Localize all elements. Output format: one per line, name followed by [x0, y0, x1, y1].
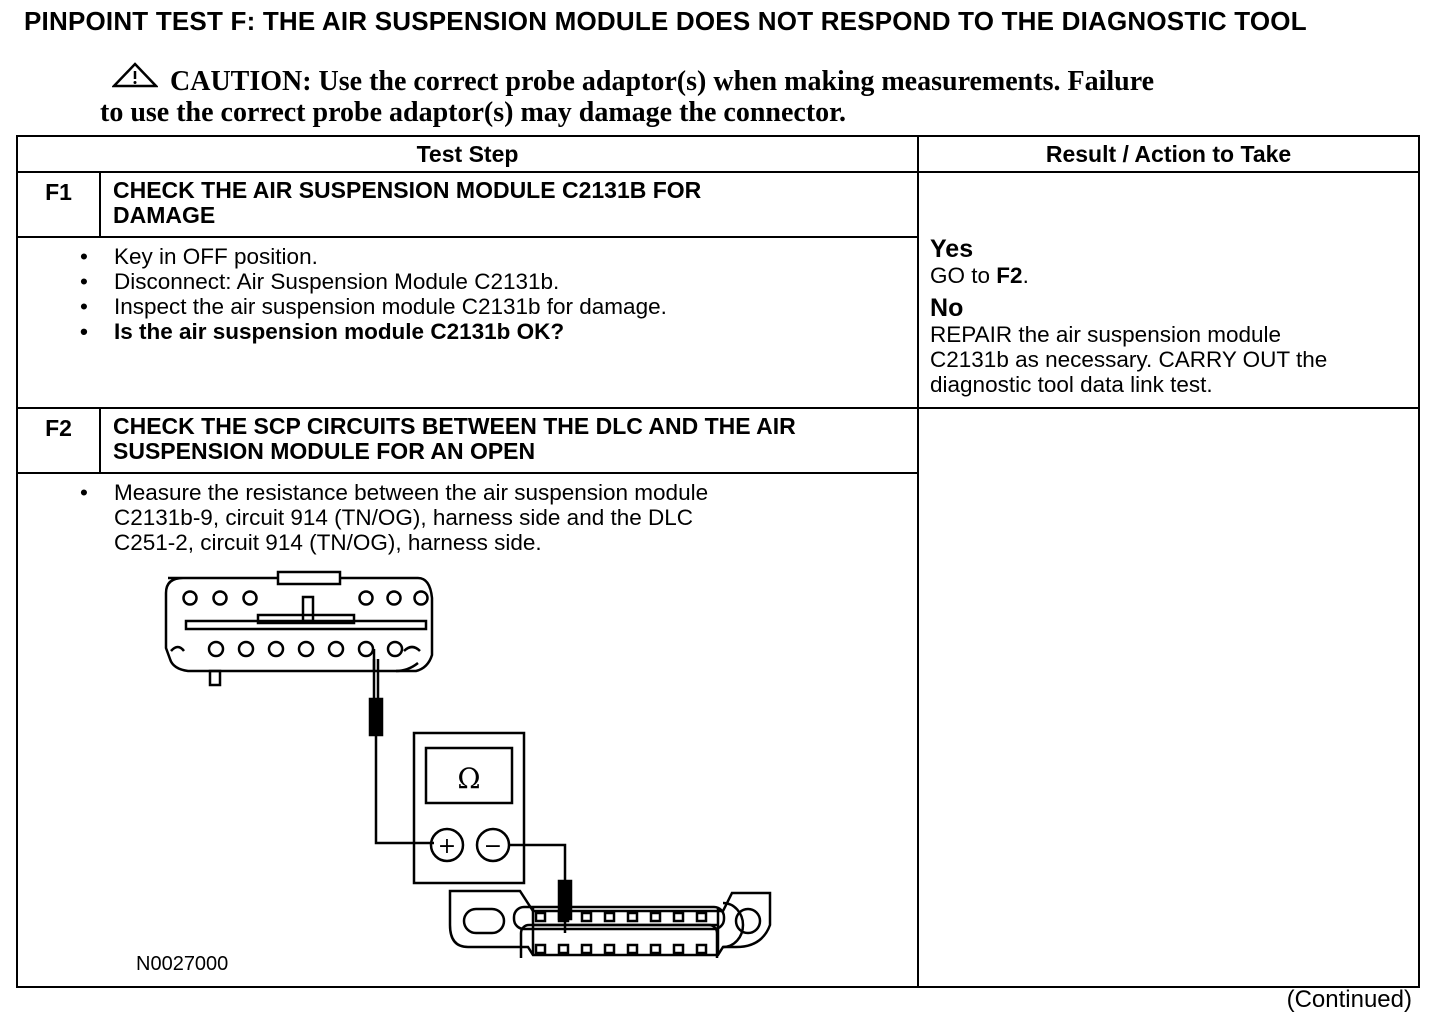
step-f2-bullet-line-3: C251-2, circuit 914 (TN/OG), harness sid…	[114, 530, 542, 555]
step-f2-id: F2	[16, 407, 101, 474]
minus-terminal-symbol: −	[484, 834, 502, 859]
caution-line-2: to use the correct probe adaptor(s) may …	[100, 97, 847, 128]
step-f2-heading-row: F2 CHECK THE SCP CIRCUITS BETWEEN THE DL…	[16, 407, 1421, 988]
step-f1-no-label: No	[930, 294, 964, 322]
step-f1-yes-action: GO to F2.	[930, 263, 1029, 288]
step-f1-heading: CHECK THE AIR SUSPENSION MODULE C2131B F…	[98, 171, 920, 238]
step-f1-yes-label: Yes	[930, 235, 974, 263]
step-f1-yes-text: GO to	[930, 263, 997, 288]
step-f1-body: Key in OFF position. Disconnect: Air Sus…	[15, 236, 920, 409]
result-header: Result / Action to Take	[917, 135, 1421, 173]
resistance-measurement-diagram: Ω + − N0027000	[18, 555, 917, 985]
step-f1-heading-row: F1 CHECK THE AIR SUSPENSION MODULE C2131…	[16, 171, 1421, 409]
step-f2-heading-line-1: CHECK THE SCP CIRCUITS BETWEEN THE DLC A…	[113, 413, 796, 439]
step-f2-bullets: Measure the resistance between the air s…	[18, 474, 917, 555]
step-f1-yes-target: F2	[996, 263, 1023, 288]
figure-id: N0027000	[136, 953, 229, 975]
step-f2-bullet-line-2: C2131b-9, circuit 914 (TN/OG), harness s…	[114, 505, 694, 530]
table-header-row: Test Step Result / Action to Take	[15, 135, 1421, 173]
step-f2-bullet: Measure the resistance between the air s…	[80, 480, 917, 555]
step-f2-body-row: Measure the resistance between the air s…	[15, 472, 1419, 988]
step-f2-heading-line-2: SUSPENSION MODULE FOR AN OPEN	[113, 438, 536, 464]
step-f2-result	[917, 407, 1421, 988]
step-f2-body: Measure the resistance between the air s…	[15, 472, 920, 988]
continued-label: (Continued)	[1286, 986, 1412, 1013]
caution-line-1: CAUTION: Use the correct probe adaptor(s…	[170, 66, 1155, 97]
pinpoint-test-table: Test Step Result / Action to Take F1 CHE…	[15, 135, 1421, 988]
step-f1-heading-line-2: DAMAGE	[113, 202, 216, 228]
step-f1-question: Is the air suspension module C2131b OK?	[80, 319, 917, 344]
dlc-connector-c251	[448, 889, 772, 958]
step-f2-heading: CHECK THE SCP CIRCUITS BETWEEN THE DLC A…	[98, 407, 920, 474]
step-f1-bullet: Key in OFF position.	[80, 244, 917, 269]
ohm-symbol: Ω	[457, 762, 480, 795]
page-title: PINPOINT TEST F: THE AIR SUSPENSION MODU…	[24, 6, 1307, 36]
step-f1-no-line-3: diagnostic tool data link test.	[930, 372, 1213, 397]
ohmmeter	[412, 731, 526, 885]
step-f1-heading-line-1: CHECK THE AIR SUSPENSION MODULE C2131B F…	[113, 177, 702, 203]
step-f1-id: F1	[16, 171, 101, 238]
step-f1-bullet: Disconnect: Air Suspension Module C2131b…	[80, 269, 917, 294]
step-f1-no-line-1: REPAIR the air suspension module	[930, 322, 1282, 347]
step-f1-no-line-2: C2131b as necessary. CARRY OUT the	[930, 347, 1328, 372]
warning-triangle-icon	[111, 62, 159, 88]
step-f1-body-row: Key in OFF position. Disconnect: Air Sus…	[15, 236, 1419, 409]
step-f2-bullet-line-1: Measure the resistance between the air s…	[114, 480, 709, 505]
module-connector-c2131b	[164, 570, 434, 687]
test-step-header: Test Step	[15, 135, 920, 173]
caution-note: CAUTION: Use the correct probe adaptor(s…	[100, 62, 1340, 128]
plus-terminal-symbol: +	[438, 834, 456, 859]
step-f1-bullet: Inspect the air suspension module C2131b…	[80, 294, 917, 319]
wiring-illustration: Ω + −	[164, 570, 772, 958]
step-f1-result: Yes GO to F2. No REPAIR the air suspensi…	[917, 171, 1421, 409]
step-f1-bullets: Key in OFF position. Disconnect: Air Sus…	[18, 238, 917, 344]
